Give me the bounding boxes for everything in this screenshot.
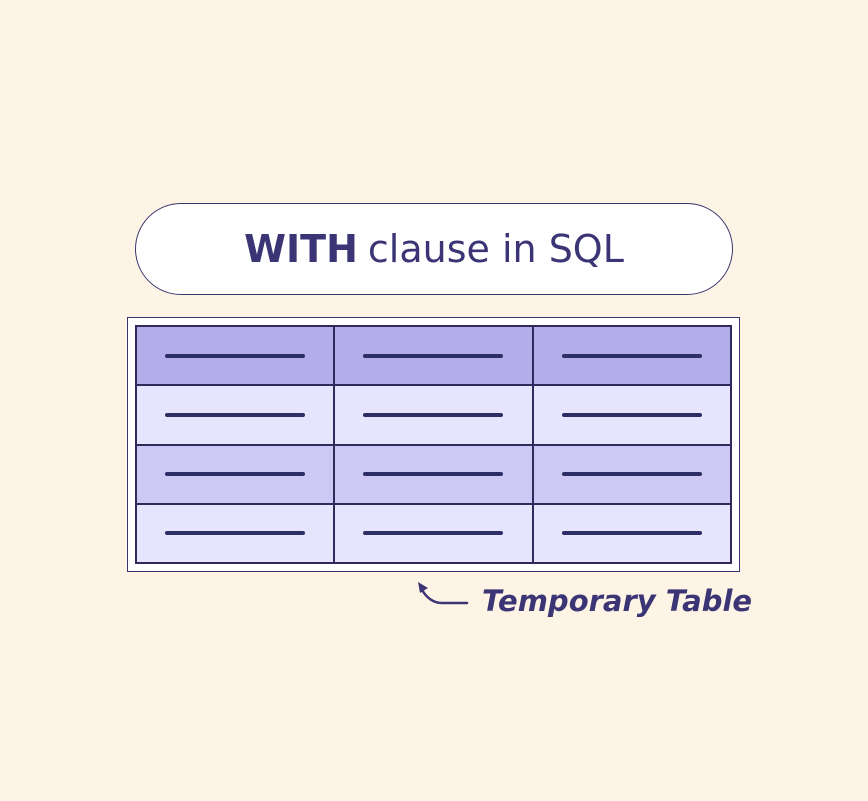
table-cell (136, 385, 335, 445)
placeholder-line (363, 412, 504, 417)
temporary-table (135, 325, 732, 564)
caption-temporary-table: Temporary Table (482, 584, 753, 618)
placeholder-line (165, 472, 306, 477)
table-cell (334, 503, 533, 563)
table-cell (334, 385, 533, 445)
title-pill: WITH clause in SQL (135, 203, 733, 295)
placeholder-line (561, 412, 702, 417)
table-header-cell (532, 326, 731, 386)
placeholder-line (165, 412, 306, 417)
table-header-cell (334, 326, 533, 386)
placeholder-line (165, 353, 306, 358)
placeholder-line (561, 353, 702, 358)
table-cell (136, 444, 335, 504)
placeholder-line (165, 531, 306, 536)
curved-arrow-icon (418, 582, 469, 605)
title-text: clause in SQL (367, 227, 624, 271)
placeholder-line (363, 472, 504, 477)
table-cell (532, 385, 731, 445)
table-cell (532, 503, 731, 563)
table-cell (532, 444, 731, 504)
title-keyword: WITH (244, 227, 358, 271)
table-cell (334, 444, 533, 504)
placeholder-line (561, 472, 702, 477)
placeholder-line (363, 531, 504, 536)
table-header-cell (136, 326, 335, 386)
table-cell (136, 503, 335, 563)
placeholder-line (363, 353, 504, 358)
placeholder-line (561, 531, 702, 536)
